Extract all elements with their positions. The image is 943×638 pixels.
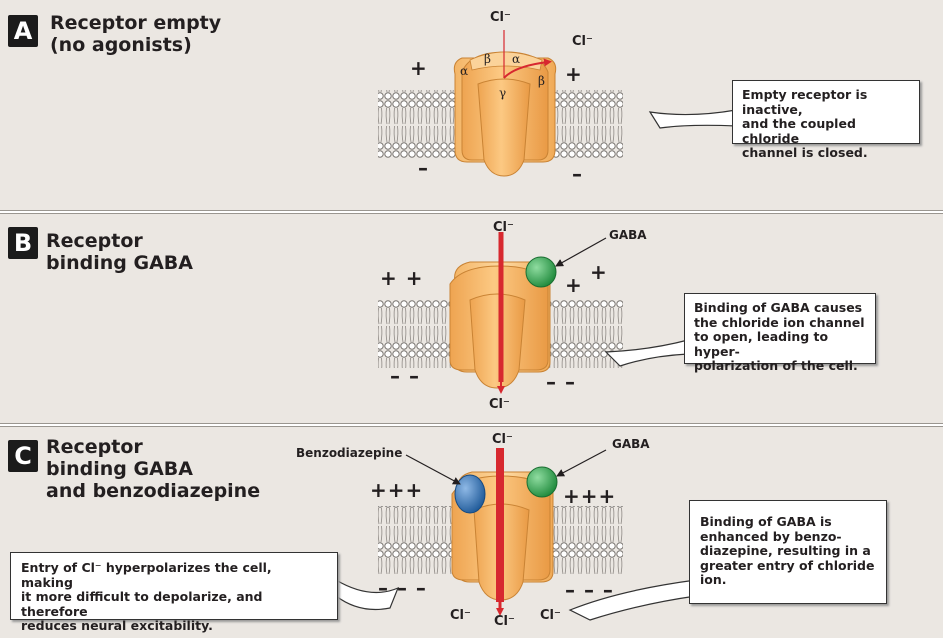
charge-b-outside-right-low: + xyxy=(565,273,583,297)
callout-a: Empty receptor is inactive, and the coup… xyxy=(732,80,920,160)
chloride-label-c-bottom-center: Cl⁻ xyxy=(494,614,515,629)
subunit-alpha-2: α xyxy=(512,52,521,66)
callout-b: Binding of GABA causes the chloride ion … xyxy=(684,293,876,373)
gaba-label-b: GABA xyxy=(609,228,647,242)
panel-a-badge: A xyxy=(8,15,38,47)
charge-b-inside-right: – – xyxy=(546,370,576,394)
callout-c-right: Binding of GABA is enhanced by benzo- di… xyxy=(689,500,887,604)
subunit-beta-2: β xyxy=(538,74,545,88)
subunit-alpha-1: α xyxy=(460,64,469,78)
panel-b-badge: B xyxy=(8,227,38,259)
chloride-label-c-bottom-left: Cl⁻ xyxy=(450,608,471,623)
callout-tail-a xyxy=(648,109,737,129)
charge-c-outside-left: +++ xyxy=(370,478,424,502)
chloride-label-b-top: Cl⁻ xyxy=(493,220,514,235)
callout-tail-c-right xyxy=(568,579,697,621)
charge-c-inside-right: – – – xyxy=(565,578,614,602)
gaba-molecule-b xyxy=(525,256,557,288)
chloride-label-a-right: Cl⁻ xyxy=(572,34,593,49)
charge-a-inside-right: – xyxy=(572,162,583,186)
charge-a-outside-left: + xyxy=(410,56,428,80)
panel-c-badge: C xyxy=(8,440,38,472)
subunit-beta-1: β xyxy=(484,52,491,66)
gaba-molecule-c xyxy=(526,466,558,498)
charge-c-inside-left: – – – xyxy=(378,576,427,600)
receptor-c xyxy=(405,448,607,616)
charge-c-outside-right: +++ xyxy=(563,484,617,508)
callout-tail-c-left xyxy=(335,578,400,611)
chloride-label-b-bottom: Cl⁻ xyxy=(489,397,510,412)
charge-a-outside-right: + xyxy=(565,62,583,86)
callout-tail-b xyxy=(604,339,689,367)
benzodiazepine-molecule xyxy=(454,474,486,514)
chloride-label-c-bottom-right: Cl⁻ xyxy=(540,608,561,623)
chloride-label-a-top: Cl⁻ xyxy=(490,10,511,25)
panel-b-title: Receptor binding GABA xyxy=(46,230,193,274)
charge-a-inside-left: – xyxy=(418,156,429,180)
panel-a-title: Receptor empty (no agonists) xyxy=(50,12,222,56)
gaba-label-c: GABA xyxy=(612,437,650,451)
benzodiazepine-label: Benzodiazepine xyxy=(296,446,403,460)
subunit-gamma: γ xyxy=(499,86,507,100)
chloride-label-c-top: Cl⁻ xyxy=(492,432,513,447)
callout-c-left: Entry of Cl⁻ hyperpolarizes the cell, ma… xyxy=(10,552,338,633)
receptor-a xyxy=(453,30,557,177)
receptor-b xyxy=(449,232,607,394)
charge-b-inside-left: – – xyxy=(390,364,420,388)
charge-b-outside-right-high: + xyxy=(590,260,608,284)
charge-b-outside-left: + + xyxy=(380,266,424,290)
panel-c-title: Receptor binding GABA and benzodiazepine xyxy=(46,436,261,502)
